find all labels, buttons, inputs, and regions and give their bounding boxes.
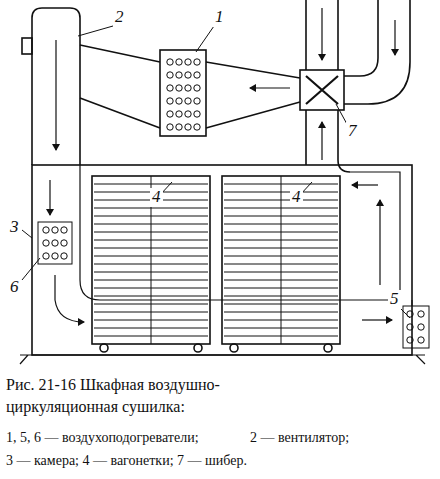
fan-motor (22, 38, 32, 54)
right-baffle (350, 172, 400, 300)
callout-number: 4 (150, 188, 163, 207)
return-duct (306, 110, 350, 172)
fan-duct (32, 8, 80, 165)
exhaust-pipe (306, 0, 338, 70)
trolley (222, 176, 340, 344)
callout-number: 6 (8, 278, 21, 297)
figure-caption: Рис. 21-16 Шкафная воздушно-циркуляционн… (6, 374, 306, 417)
callout-number: 4 (290, 188, 303, 207)
callout-number: 1 (213, 8, 226, 27)
intake-pipe (344, 0, 410, 104)
duct (206, 62, 300, 128)
callout-number: 3 (8, 218, 21, 237)
callout-number: 5 (388, 290, 401, 309)
heater-5 (403, 306, 429, 348)
chamber (32, 165, 412, 355)
trolley (92, 176, 210, 344)
legend-line: 3 — камера; 4 — вагонетки; 7 — шибер. (6, 453, 247, 468)
junction (300, 70, 344, 110)
callout-number: 2 (113, 8, 126, 27)
left-baffle (80, 165, 400, 300)
heater-6 (38, 222, 72, 264)
damper-7 (306, 76, 338, 104)
diffuser (80, 45, 160, 128)
legend-line: 1, 5, 6 — воздухоподогреватели; (6, 430, 199, 445)
heater-1 (160, 50, 206, 136)
legend-line: 2 — вентилятор; (250, 430, 349, 445)
callout-number: 7 (346, 122, 359, 141)
